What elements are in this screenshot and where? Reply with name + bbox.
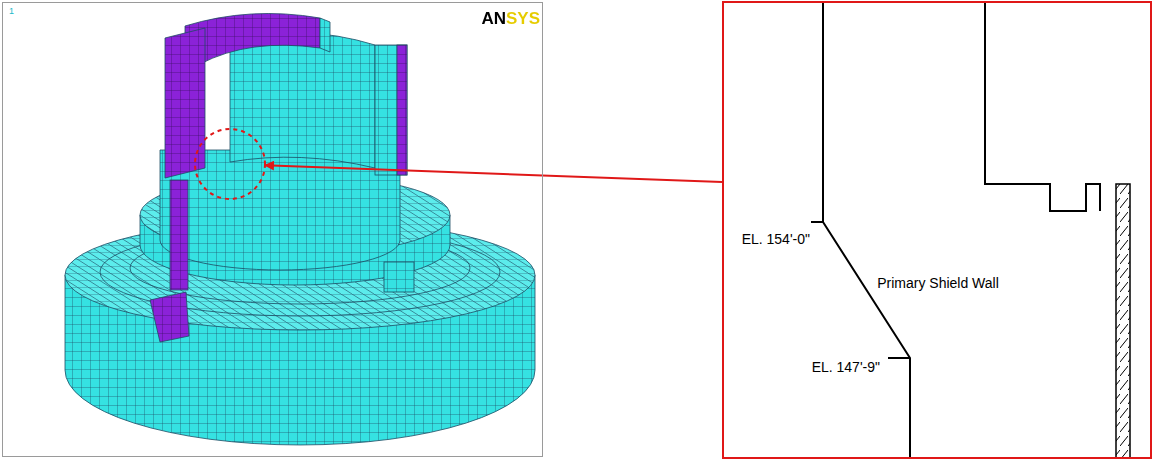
callout-arrow <box>265 165 722 182</box>
wall-section <box>811 3 1130 458</box>
elevation-label: EL. 154'-0" <box>742 231 810 247</box>
software-logo: ANSYS <box>481 9 540 29</box>
callout-circle <box>195 129 265 199</box>
wall-label: Primary Shield Wall <box>877 275 999 291</box>
model-viewport: 1 ANSYS <box>2 2 543 457</box>
window-number: 1 <box>9 6 14 16</box>
section-panel: EL. 154'-0" Primary Shield WallEL. 147'-9… <box>722 1 1152 459</box>
elevation-label: EL. 147'-9" <box>812 359 880 375</box>
fe-mesh <box>65 14 535 445</box>
